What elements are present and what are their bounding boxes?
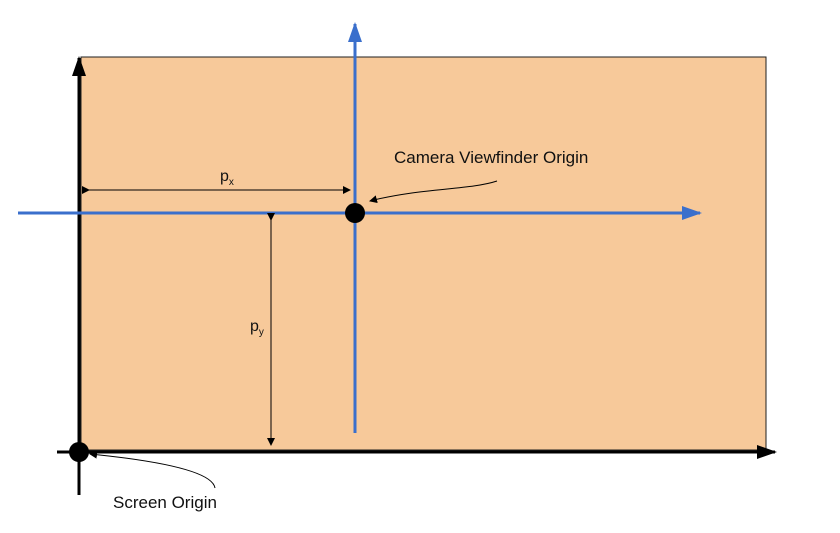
camera-origin-label: Camera Viewfinder Origin (394, 148, 588, 167)
py-label: py (250, 318, 264, 338)
camera-origin-callout (369, 180, 498, 204)
px-label-sub: x (229, 177, 234, 188)
py-label-base: p (250, 318, 259, 335)
py-label-sub: y (259, 327, 264, 338)
screen-area (80, 56, 767, 451)
camera-origin-dot (345, 203, 365, 223)
px-label: px (220, 168, 234, 188)
screen-origin-label: Screen Origin (113, 493, 217, 512)
px-label-base: p (220, 168, 229, 185)
screen-origin-dot (69, 442, 89, 462)
screen-origin-callout (89, 450, 216, 489)
